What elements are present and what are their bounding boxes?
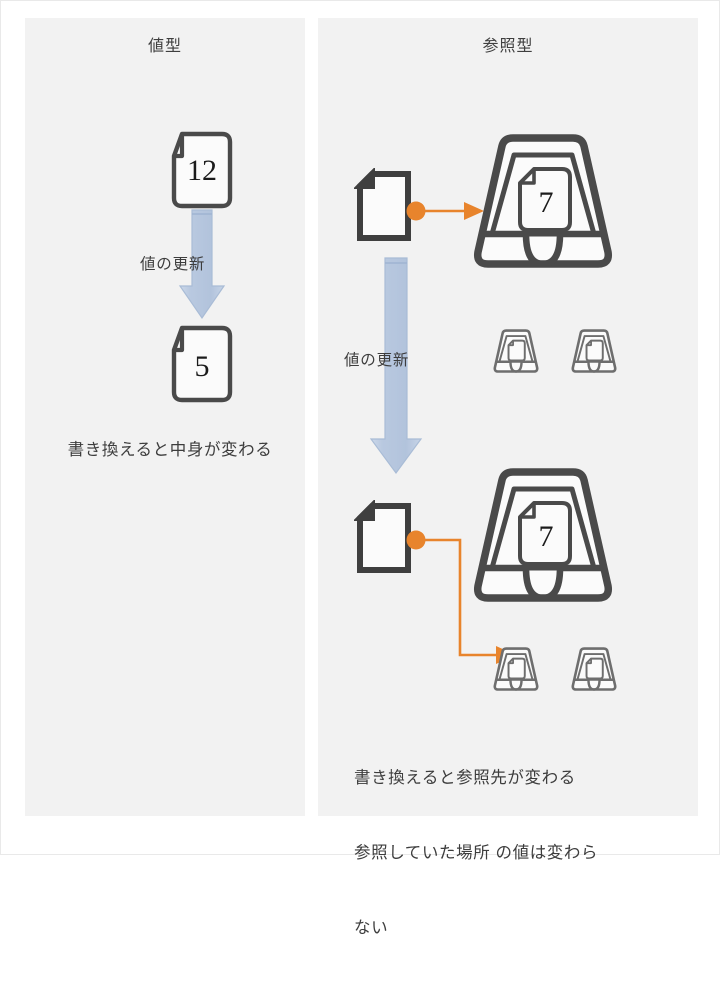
arrow-head-right: [464, 202, 484, 220]
orange-dot: [406, 530, 426, 550]
reference-type-title: 参照型: [482, 38, 534, 55]
document-5-value: 5: [195, 350, 210, 383]
source-document-top-icon: [352, 166, 414, 249]
tray-top-icon: 7: [458, 124, 628, 289]
reference-caption-line-3: ない: [354, 919, 389, 937]
value-type-title: 値型: [147, 38, 182, 55]
document-5-icon: 5: [152, 314, 252, 419]
document-12-icon: 12: [152, 120, 252, 225]
small-tray-bottom-1-icon: [488, 644, 544, 701]
small-tray-mid-2-icon: [566, 326, 622, 383]
source-document-bottom-icon: [352, 498, 414, 581]
reference-update-arrow-label: 値の更新: [344, 352, 410, 369]
reference-pointer-top: [402, 190, 488, 237]
diagram-page: 値型 12: [0, 0, 720, 937]
reference-type-caption: 書き換えると参照先が変わる 参照していた場所 の値は変わら ない: [354, 716, 598, 991]
reference-caption-line-1: 書き換えると参照先が変わる: [354, 769, 576, 787]
small-tray-bottom-2-icon: [566, 644, 622, 701]
orange-dot: [406, 201, 426, 221]
value-type-caption: 書き換えると中身が変わる: [67, 441, 273, 459]
reference-type-panel: 参照型: [318, 18, 698, 937]
document-12-value: 12: [187, 154, 217, 187]
reference-caption-line-2: 参照していた場所 の値は変わら: [354, 844, 599, 862]
small-tray-mid-1-icon: [488, 326, 544, 383]
reference-update-arrow: [361, 255, 431, 482]
tray-bottom-icon: 7: [458, 458, 628, 623]
value-type-panel: 値型 12: [25, 18, 305, 816]
tray-top-value: 7: [539, 186, 554, 219]
value-update-arrow-label: 値の更新: [140, 256, 206, 273]
value-update-arrow: [169, 208, 235, 328]
tray-bottom-value: 7: [539, 520, 554, 553]
